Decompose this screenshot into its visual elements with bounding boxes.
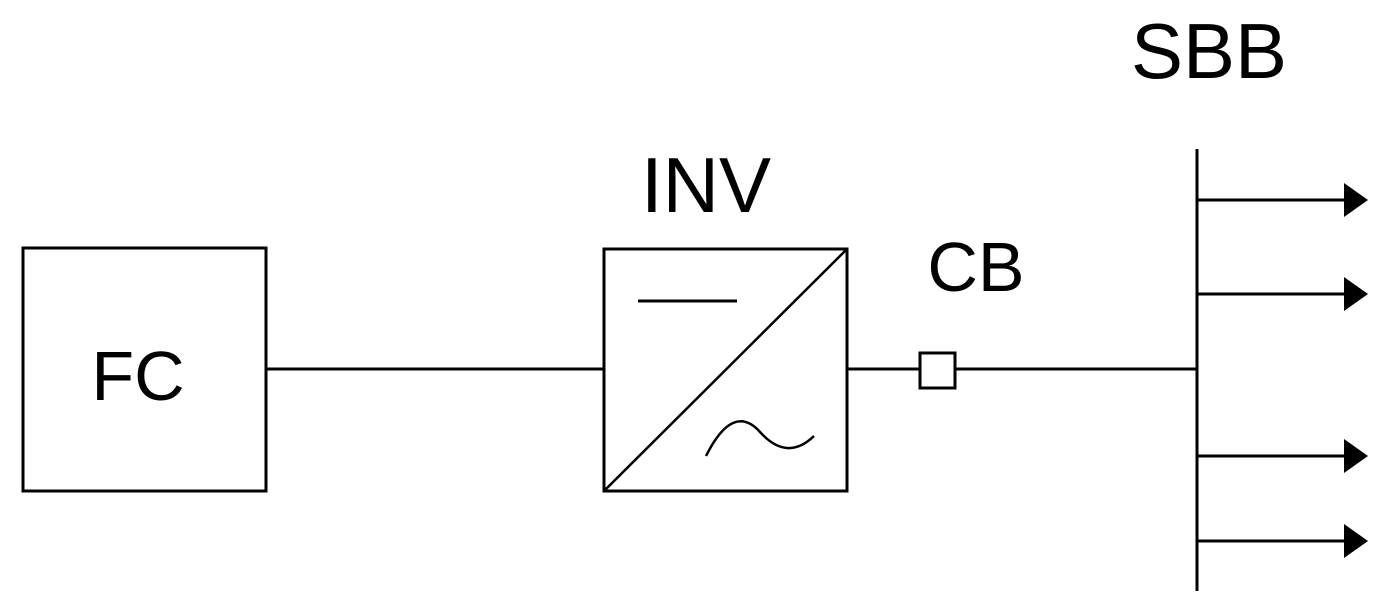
cb-label: CB: [927, 228, 1024, 306]
feeder-3: [1197, 439, 1368, 473]
inverter-diagonal: [603, 248, 848, 492]
arrow-right-icon: [1344, 277, 1368, 311]
arrow-right-icon: [1344, 439, 1368, 473]
feeder-1: [1197, 183, 1368, 217]
ac-wave-icon: [704, 420, 815, 457]
inv-label: INV: [641, 141, 771, 229]
arrow-right-icon: [1344, 524, 1368, 558]
arrow-right-icon: [1344, 183, 1368, 217]
circuit-breaker-icon: [918, 351, 957, 390]
feeder-2: [1197, 277, 1368, 311]
sbb-label: SBB: [1131, 7, 1287, 95]
feeder-4: [1197, 524, 1368, 558]
fc-label: FC: [91, 337, 184, 415]
